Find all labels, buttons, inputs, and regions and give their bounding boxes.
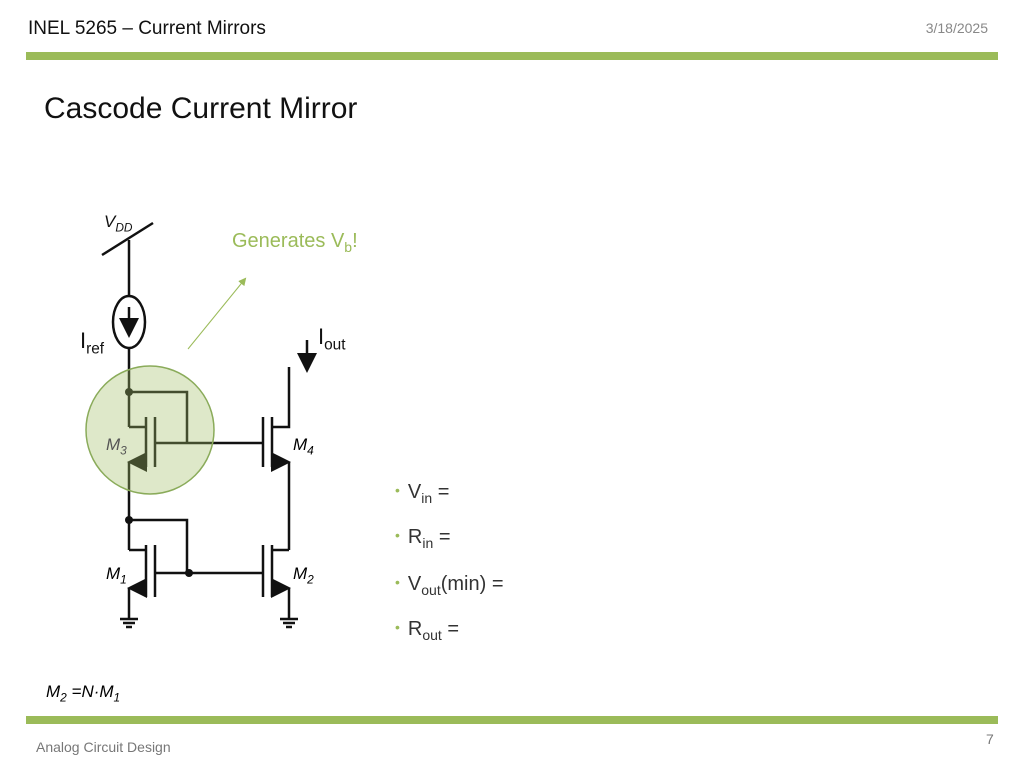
- header-date: 3/18/2025: [925, 20, 988, 36]
- footer-course: Analog Circuit Design: [36, 739, 171, 755]
- ground-icon: [280, 617, 298, 629]
- m3-label: M3: [106, 435, 127, 458]
- bullet-rin: •Rin =: [395, 526, 451, 551]
- m1-label: M1: [106, 564, 127, 587]
- vdd-label: VDD: [104, 212, 133, 235]
- m4-label: M4: [293, 435, 314, 458]
- annotation-generates-vb: Generates Vb!: [232, 230, 358, 255]
- slide-title: Cascode Current Mirror: [44, 92, 358, 125]
- iout-label: Iout: [318, 324, 346, 354]
- bullet-vout-min: •Vout(min) =: [395, 573, 504, 598]
- bullet-rout: •Rout =: [395, 618, 460, 643]
- m3-highlight-circle: [85, 365, 215, 495]
- header-divider: [26, 52, 998, 60]
- page-number: 7: [986, 731, 994, 747]
- bullet-vin: •Vin =: [395, 481, 450, 506]
- size-ratio-equation: M2 =N·M1: [46, 682, 121, 705]
- footer-divider: [26, 716, 998, 724]
- vdd-rail: [101, 221, 154, 257]
- ground-icon: [120, 617, 138, 629]
- iref-label: Iref: [80, 328, 105, 358]
- m2-label: M2: [293, 564, 314, 587]
- header-course-title: INEL 5265 – Current Mirrors: [28, 18, 266, 39]
- annotation-arrow: [187, 277, 247, 350]
